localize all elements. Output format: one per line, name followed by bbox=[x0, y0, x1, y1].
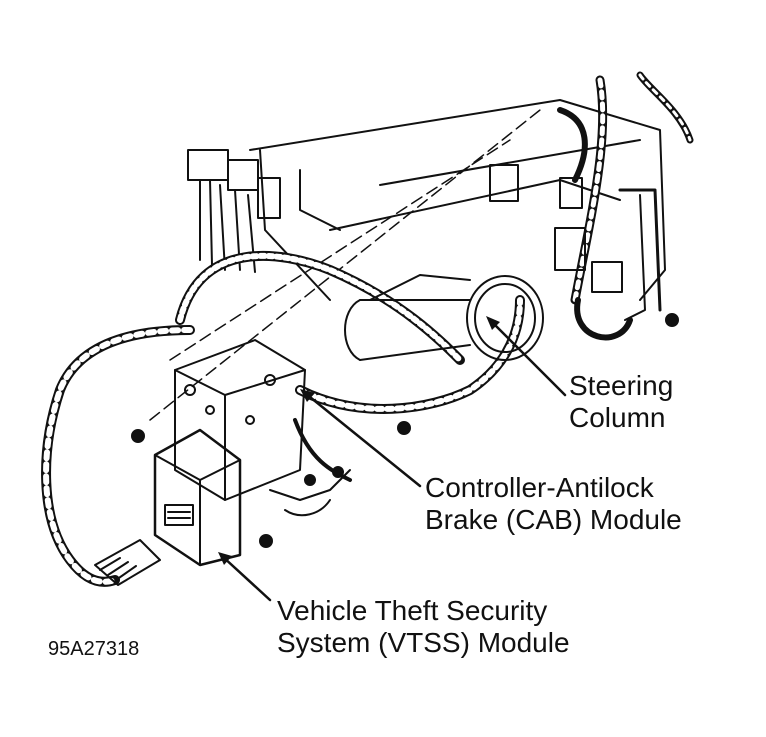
arrowhead-steering-column bbox=[486, 316, 500, 330]
arrowhead-vtss-module bbox=[218, 552, 232, 565]
figure-id: 95A27318 bbox=[48, 638, 140, 660]
vtss-module-label: Vehicle Theft Security System (VTSS) Mod… bbox=[277, 595, 570, 658]
steering-column bbox=[344, 274, 544, 361]
cab-module bbox=[174, 339, 306, 501]
arrowhead-cab-module bbox=[300, 389, 315, 402]
lower-harness-loop bbox=[41, 325, 195, 587]
upper-left-connectors bbox=[187, 149, 281, 273]
leader-lines bbox=[220, 318, 567, 602]
leader-cab-module bbox=[303, 391, 422, 488]
vtss-module-box bbox=[153, 428, 242, 567]
main-harness bbox=[175, 250, 525, 414]
leader-vtss-module bbox=[220, 554, 272, 602]
cab-pigtail bbox=[269, 418, 352, 517]
cab-module-label: Controller-Antilock Brake (CAB) Module bbox=[425, 472, 682, 535]
steering-column-label: Steering Column bbox=[569, 370, 674, 433]
dash-panel-frame bbox=[149, 99, 666, 421]
leader-steering-column bbox=[488, 318, 567, 397]
lower-connector-plug bbox=[94, 539, 161, 586]
right-connectors bbox=[489, 164, 633, 341]
